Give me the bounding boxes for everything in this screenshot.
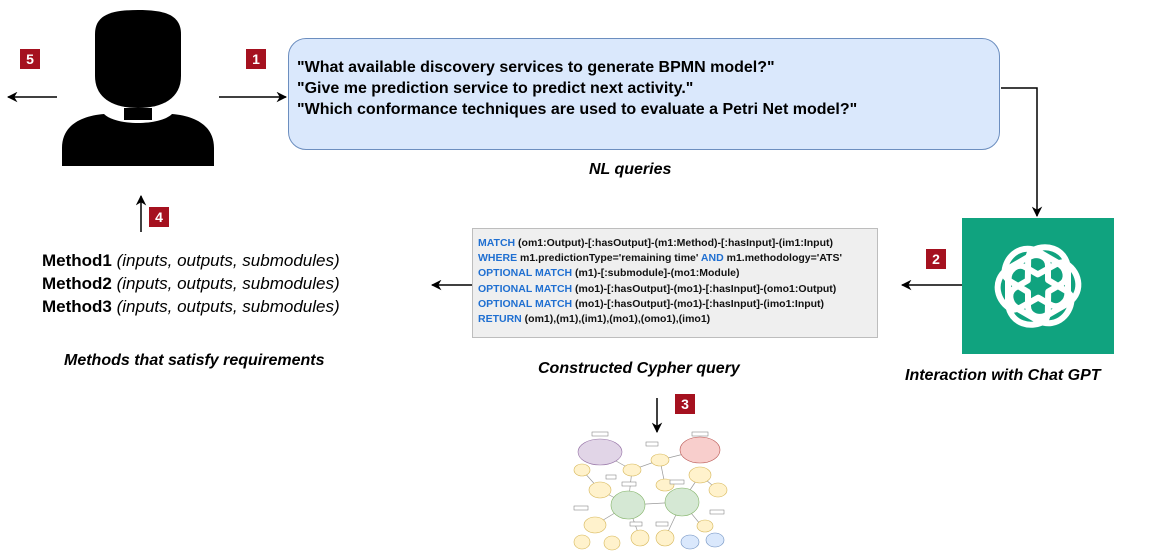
step-badge-1: 1 xyxy=(246,49,266,69)
nl-query-line: "What available discovery services to ge… xyxy=(297,59,775,76)
nl-queries-box: "What available discovery services to ge… xyxy=(288,38,1000,150)
cypher-line: RETURN (om1),(m1),(im1),(mo1),(omo1),(im… xyxy=(478,313,711,326)
method-row: Method1 (inputs, outputs, submodules) xyxy=(42,251,340,270)
step-badge-3: 3 xyxy=(675,394,695,414)
method-row: Method2 (inputs, outputs, submodules) xyxy=(42,274,340,293)
chatgpt-logo-icon xyxy=(962,218,1114,354)
chatgpt-box xyxy=(962,218,1114,354)
nl-queries-caption: NL queries xyxy=(589,161,672,178)
methods-caption: Methods that satisfy requirements xyxy=(64,352,325,369)
cypher-line: MATCH (om1:Output)-[:hasOutput]-(m1:Meth… xyxy=(478,237,833,249)
cypher-line: WHERE m1.predictionType='remaining time'… xyxy=(478,252,842,265)
nl-query-line: "Which conformance techniques are used t… xyxy=(297,101,858,118)
step-badge-2: 2 xyxy=(926,249,946,269)
step-badge-5: 5 xyxy=(20,49,40,69)
arrow-query-to-gpt xyxy=(1001,87,1043,218)
cypher-line: OPTIONAL MATCH (mo1)-[:hasOutput]-(mo1)-… xyxy=(478,282,837,295)
method-row: Method3 (inputs, outputs, submodules) xyxy=(42,297,340,316)
cypher-caption: Constructed Cypher query xyxy=(538,360,740,377)
step-badge-4: 4 xyxy=(149,207,169,227)
knowledge-graph-thumbnail xyxy=(573,431,728,551)
chatgpt-caption: Interaction with Chat GPT xyxy=(905,367,1101,384)
cypher-line: OPTIONAL MATCH (mo1)-[:hasOutput]-(mo1)-… xyxy=(478,297,825,310)
cypher-query-box: MATCH (om1:Output)-[:hasOutput]-(m1:Meth… xyxy=(472,228,878,338)
user-icon xyxy=(62,10,214,166)
nl-query-line: "Give me prediction service to predict n… xyxy=(297,80,694,97)
cypher-line: OPTIONAL MATCH (m1)-[:submodule]-(mo1:Mo… xyxy=(478,267,740,280)
